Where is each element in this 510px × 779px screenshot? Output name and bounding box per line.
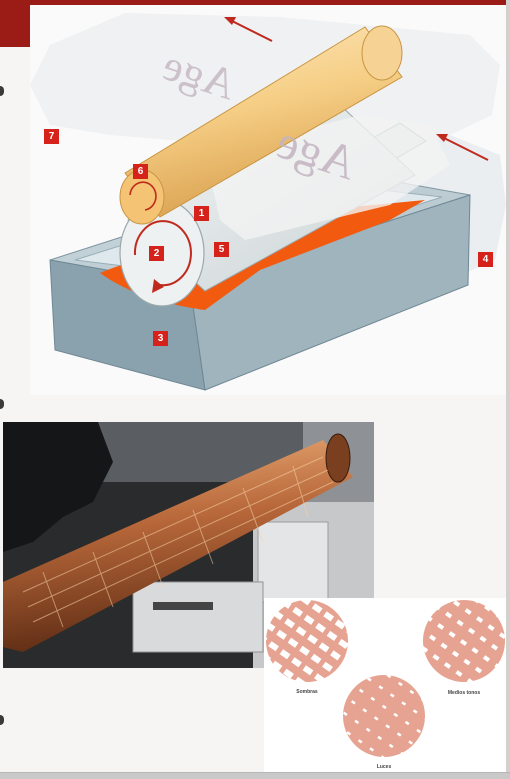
carriage-slot <box>153 602 213 610</box>
label-3: 3 <box>153 331 168 346</box>
feed-arrow-top <box>227 18 273 42</box>
bottom-scrollbar[interactable] <box>0 772 510 779</box>
shadows-label: Sombras <box>296 689 318 695</box>
top-accent-bar <box>0 0 510 5</box>
copper-cylinder <box>3 440 353 652</box>
engraved-pattern <box>22 456 334 628</box>
feed-arrowhead-right <box>436 134 448 142</box>
gravure-printing-diagram: Age Age 1 2 3 4 5 6 7 <box>30 5 506 395</box>
diagram-illustration: Age Age <box>30 5 506 395</box>
label-4: 4 <box>478 252 493 267</box>
label-5: 5 <box>214 242 229 257</box>
copper-cylinder-end <box>325 433 351 483</box>
highlights-cell-circle <box>343 675 425 757</box>
impression-roller-far-end <box>361 25 403 81</box>
cell-tones-illustration <box>266 600 505 757</box>
gravure-rotation-arrowhead <box>152 279 164 293</box>
operator-silhouette <box>3 422 113 552</box>
label-7: 7 <box>44 129 59 144</box>
carriage-base <box>132 581 264 653</box>
highlights-label: Luces <box>376 764 392 770</box>
slide-corner-tab <box>0 5 30 47</box>
feed-arrow-right <box>441 136 489 161</box>
shadows-cell-circle <box>266 600 348 682</box>
feed-arrowhead-top <box>224 17 236 25</box>
midtones-cell-circle <box>423 600 505 682</box>
bullet-marker <box>0 399 4 409</box>
right-border <box>506 0 510 778</box>
midtones-label: Medios tonos <box>447 690 481 696</box>
label-1: 1 <box>194 206 209 221</box>
label-2: 2 <box>149 246 164 261</box>
cell-tones-inset: Sombras Medios tonos Luces <box>264 598 506 774</box>
engraving-carriage <box>257 521 329 603</box>
label-6: 6 <box>133 164 148 179</box>
bullet-marker <box>0 715 4 725</box>
gravure-rotation-arrow <box>133 220 192 287</box>
impression-rotation-arrow <box>129 181 157 211</box>
bullet-marker <box>0 86 4 96</box>
